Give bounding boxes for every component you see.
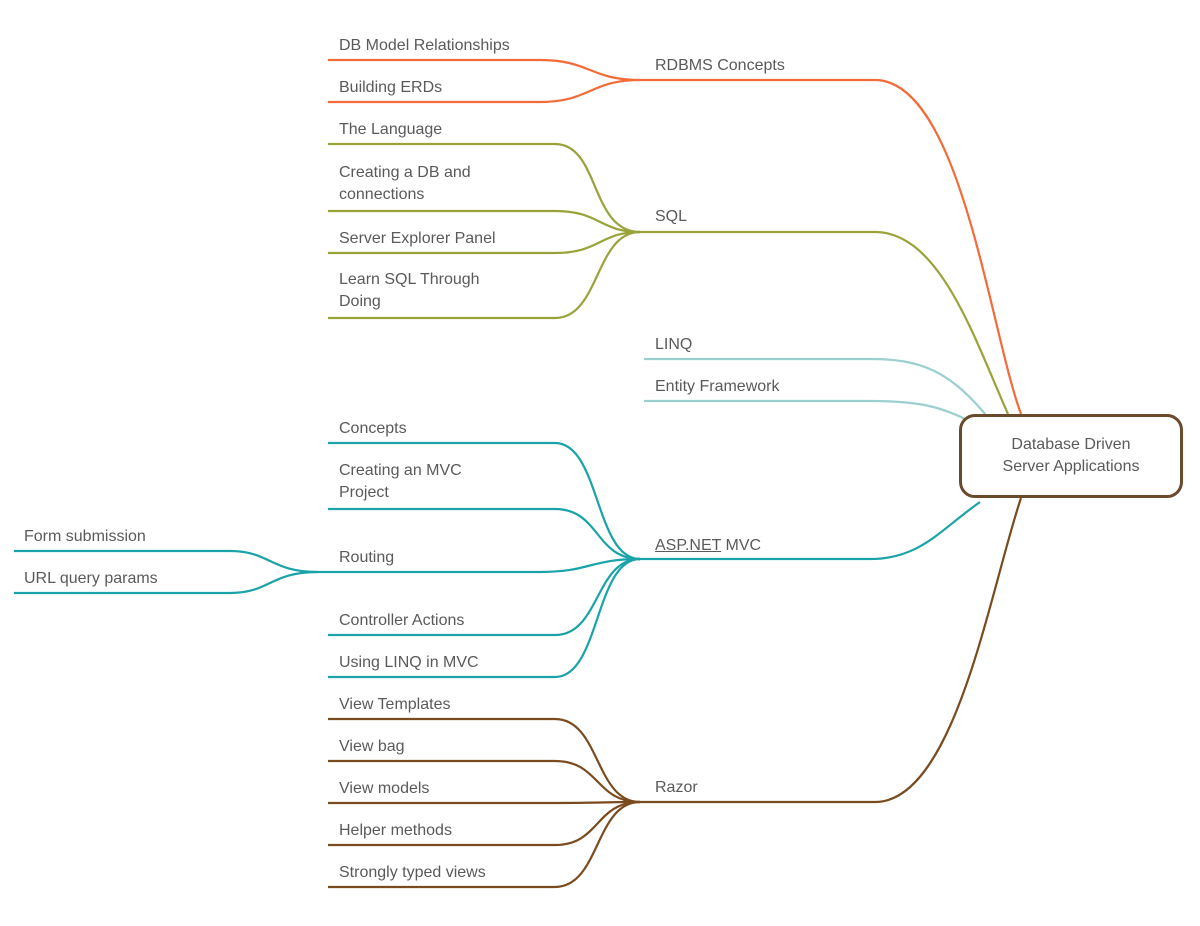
ef-connector: [644, 399, 976, 425]
rdbms-connectors: [328, 58, 1023, 415]
central-topic-line2: Server Applications: [1002, 458, 1140, 475]
topic-rdbms-concepts[interactable]: RDBMS Concepts: [655, 57, 785, 74]
subtopic-view-models[interactable]: View models: [339, 780, 430, 797]
sql-link-creating: [328, 209, 641, 234]
mvc-link-controller: [328, 557, 641, 637]
mvc-link-routing: [318, 557, 641, 574]
razor-trunk: [640, 497, 1023, 804]
razor-connectors: [328, 497, 1023, 889]
rdbms-link-erds: [328, 78, 641, 104]
subtopic-db-model-relationships[interactable]: DB Model Relationships: [339, 37, 510, 54]
razor-link-strong: [328, 800, 641, 889]
razor-link-models: [328, 800, 641, 805]
topic-linq[interactable]: LINQ: [655, 336, 693, 353]
subtopic-concepts[interactable]: Concepts: [339, 420, 407, 437]
mvc-label-rest: MVC: [721, 537, 762, 554]
mvc-connectors: [14, 441, 981, 679]
subtopic-view-templates[interactable]: View Templates: [339, 696, 451, 713]
linq-connector: [644, 357, 991, 421]
subtopic-form-submission[interactable]: Form submission: [24, 528, 146, 545]
sql-link-language: [328, 142, 641, 234]
subtopic-creating-mvc-project[interactable]: Creating an MVC Project: [339, 462, 462, 501]
subtopic-url-query-params[interactable]: URL query params: [24, 570, 158, 587]
routing-link-url: [14, 570, 319, 595]
sql-connectors: [328, 142, 1010, 415]
subtopic-strongly-typed-views[interactable]: Strongly typed views: [339, 864, 486, 881]
central-topic-line1: Database Driven: [1011, 436, 1131, 453]
razor-link-templates: [328, 717, 641, 804]
subtopic-view-bag[interactable]: View bag: [339, 738, 405, 755]
subtopic-creating-db-connections[interactable]: Creating a DB and connections: [339, 164, 471, 203]
topic-razor[interactable]: Razor: [655, 779, 698, 796]
subtopic-controller-actions[interactable]: Controller Actions: [339, 612, 465, 629]
aspnet-link[interactable]: ASP.NET: [655, 537, 722, 554]
subtopic-helper-methods[interactable]: Helper methods: [339, 822, 452, 839]
subtopic-building-erds[interactable]: Building ERDs: [339, 79, 443, 96]
central-topic[interactable]: Database Driven Server Applications: [959, 414, 1183, 498]
razor-link-helpers: [328, 800, 641, 847]
sql-link-learn: [328, 230, 641, 320]
subtopic-using-linq-in-mvc[interactable]: Using LINQ in MVC: [339, 654, 479, 671]
subtopic-server-explorer-panel[interactable]: Server Explorer Panel: [339, 230, 496, 247]
routing-link-form: [14, 549, 319, 574]
mvc-link-concepts: [328, 441, 641, 561]
sql-link-explorer: [328, 230, 641, 255]
mvc-link-create: [328, 507, 641, 561]
razor-link-viewbag: [328, 759, 641, 804]
mvc-trunk: [640, 501, 981, 561]
topic-aspnet-mvc[interactable]: ASP.NET MVC: [655, 535, 761, 557]
topic-entity-framework[interactable]: Entity Framework: [655, 378, 780, 395]
rdbms-trunk: [640, 78, 1023, 415]
subtopic-the-language[interactable]: The Language: [339, 121, 443, 138]
sql-trunk: [640, 230, 1010, 415]
mvc-link-linq: [328, 557, 641, 679]
rdbms-link-db-model: [328, 58, 641, 82]
subtopic-learn-sql-through-doing[interactable]: Learn SQL Through Doing: [339, 271, 480, 310]
subtopic-routing[interactable]: Routing: [339, 549, 395, 566]
topic-sql[interactable]: SQL: [655, 208, 688, 225]
